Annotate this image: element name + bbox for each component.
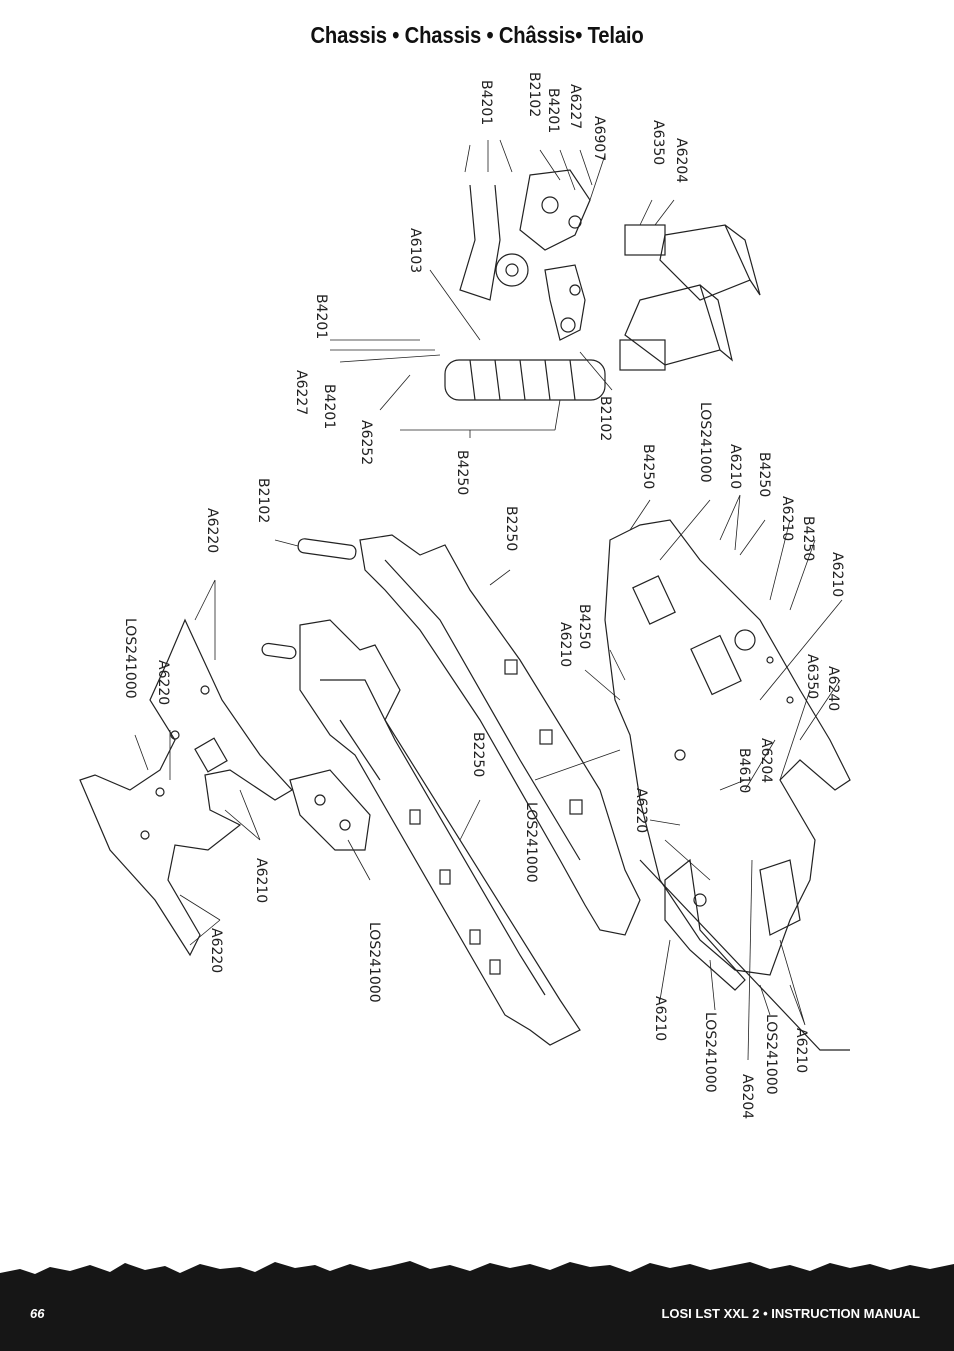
chassis-rail-right bbox=[359, 534, 641, 936]
label-a6210: A6210 bbox=[727, 444, 743, 489]
label-a6907: A6907 bbox=[591, 116, 607, 161]
servo-saver bbox=[519, 169, 591, 341]
label-b4250: B4250 bbox=[756, 452, 772, 497]
label-a6210: A6210 bbox=[557, 622, 573, 667]
label-b4201: B4201 bbox=[313, 294, 329, 339]
label-los241000: LOS241000 bbox=[366, 922, 382, 1003]
part-labels: B4201 B2102 B4201 A6227 A6907 A6350 A620… bbox=[122, 72, 845, 1119]
label-b4201: B4201 bbox=[545, 88, 561, 133]
label-b2250: B2250 bbox=[503, 506, 519, 551]
label-a6210: A6210 bbox=[779, 496, 795, 541]
label-a6227: A6227 bbox=[293, 370, 309, 415]
top-plate bbox=[604, 519, 851, 1051]
manual-title: LOSI LST XXL 2 • INSTRUCTION MANUAL bbox=[661, 1306, 920, 1321]
label-b2102: B2102 bbox=[526, 72, 542, 117]
label-b4201: B4201 bbox=[321, 384, 337, 429]
label-b4250: B4250 bbox=[800, 516, 816, 561]
label-a6204: A6204 bbox=[739, 1074, 755, 1119]
label-los241000: LOS241000 bbox=[697, 402, 713, 483]
servo-upper bbox=[624, 224, 761, 301]
label-a6204: A6204 bbox=[673, 138, 689, 183]
leader-lines bbox=[134, 139, 843, 1061]
label-b2102: B2102 bbox=[255, 478, 271, 523]
label-los241000: LOS241000 bbox=[763, 1014, 779, 1095]
label-a6210: A6210 bbox=[652, 996, 668, 1041]
label-a6210: A6210 bbox=[829, 552, 845, 597]
label-b4201: B4201 bbox=[478, 80, 494, 125]
label-los241000: LOS241000 bbox=[523, 802, 539, 883]
label-a6227: A6227 bbox=[567, 84, 583, 129]
label-a6210: A6210 bbox=[253, 858, 269, 903]
rear-bracket bbox=[664, 858, 746, 991]
label-b4250: B4250 bbox=[576, 604, 592, 649]
rear-bulkhead bbox=[289, 769, 371, 851]
label-b4610: B4610 bbox=[736, 748, 752, 793]
label-b4250: B4250 bbox=[454, 450, 470, 495]
label-a6240: A6240 bbox=[825, 666, 841, 711]
label-b2102: B2102 bbox=[597, 396, 613, 441]
label-a6204: A6204 bbox=[758, 738, 774, 783]
pin bbox=[261, 538, 357, 660]
label-a6220: A6220 bbox=[155, 660, 171, 705]
spring-stack bbox=[444, 253, 606, 401]
servo-lower bbox=[619, 284, 733, 371]
page-title: Chassis • Chassis • Châssis• Telaio bbox=[310, 22, 644, 48]
label-los241000: LOS241000 bbox=[702, 1012, 718, 1093]
label-a6220: A6220 bbox=[204, 508, 220, 553]
chassis-rail-left bbox=[299, 619, 581, 1046]
footer-band bbox=[0, 1261, 954, 1351]
label-b4250: B4250 bbox=[640, 444, 656, 489]
label-a6220: A6220 bbox=[633, 788, 649, 833]
label-a6220: A6220 bbox=[208, 928, 224, 973]
label-a6103: A6103 bbox=[407, 228, 423, 273]
label-a6350: A6350 bbox=[650, 120, 666, 165]
page-number: 66 bbox=[30, 1306, 45, 1321]
label-a6252: A6252 bbox=[358, 420, 374, 465]
bottom-plate bbox=[79, 618, 293, 957]
label-los241000: LOS241000 bbox=[122, 618, 138, 699]
label-a6350: A6350 bbox=[804, 654, 820, 699]
steering-link bbox=[459, 184, 501, 301]
label-b2250: B2250 bbox=[470, 732, 486, 777]
label-a6210: A6210 bbox=[793, 1028, 809, 1073]
